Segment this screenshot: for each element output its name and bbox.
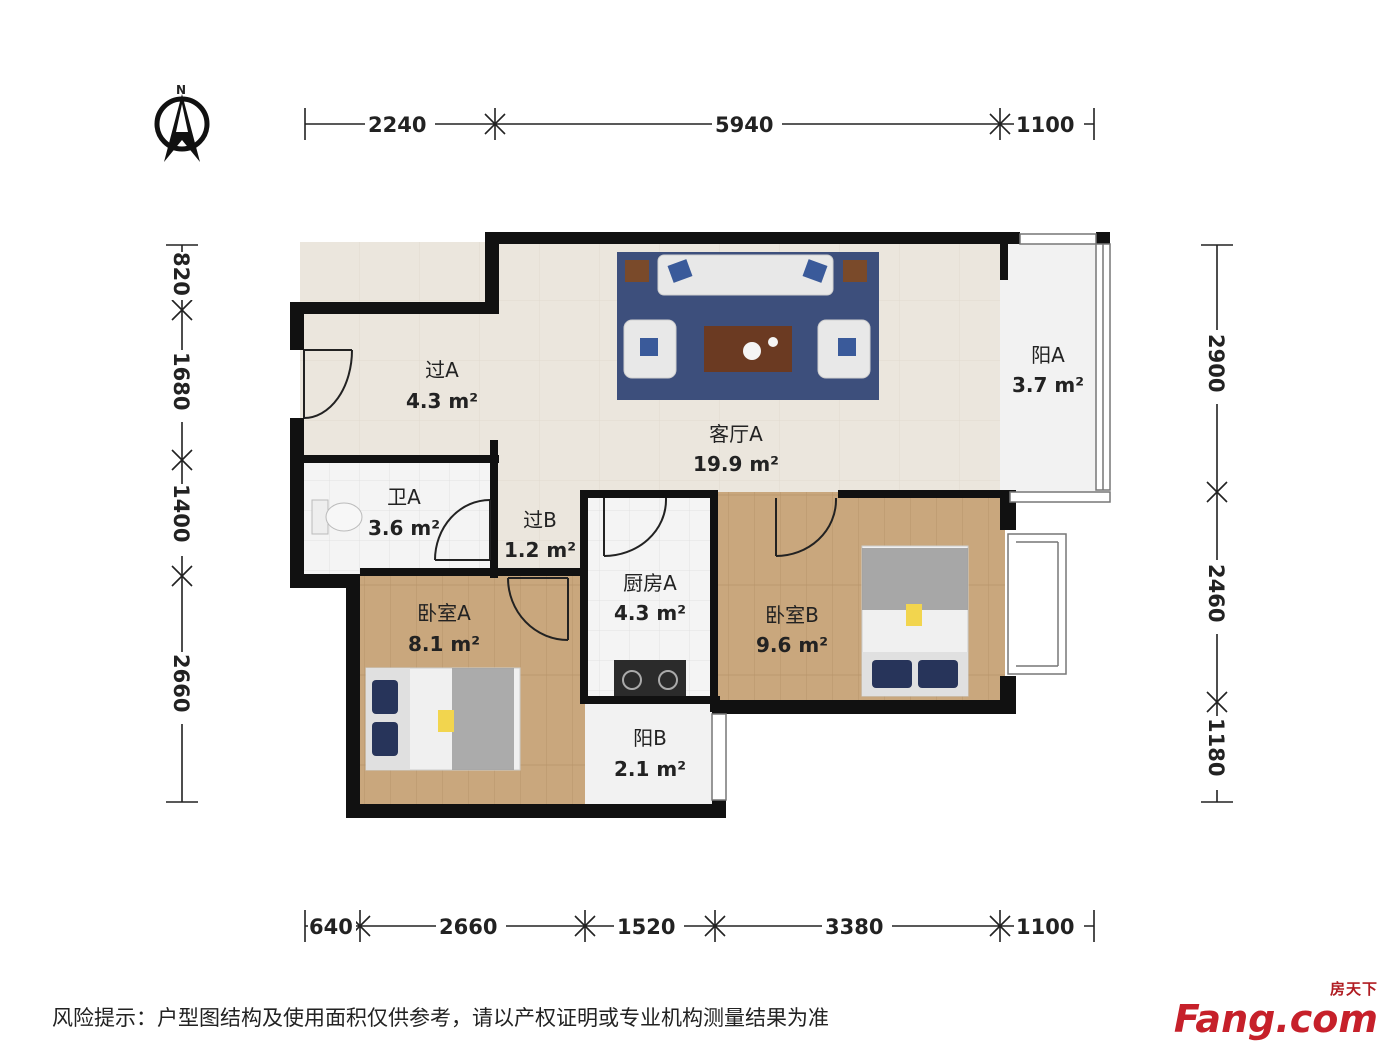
room-area-balcony-a: 3.7 m²: [1012, 373, 1084, 397]
room-label-hall-a: 过A: [425, 358, 459, 382]
dim-left-4: 2660: [169, 654, 193, 712]
room-label-living: 客厅A: [709, 422, 763, 446]
dim-left-3: 1400: [169, 484, 193, 542]
dim-top-1: 2240: [368, 113, 426, 137]
hall-a-floor: [300, 310, 500, 460]
dim-bottom-1: 640: [309, 915, 353, 939]
room-label-hall-b: 过B: [523, 508, 557, 532]
room-label-bathroom: 卫A: [387, 485, 421, 509]
living-room-furniture: [617, 252, 879, 400]
compass-label: N: [176, 83, 186, 97]
dim-left-2: 1680: [169, 352, 193, 410]
room-label-bedroom-b: 卧室B: [765, 603, 819, 627]
room-label-balcony-b: 阳B: [633, 726, 667, 750]
window: [1007, 533, 1067, 675]
dim-left-1: 820: [169, 252, 193, 296]
window: [1019, 233, 1097, 245]
sofa-cushion: [802, 259, 828, 283]
stove-icon: [614, 660, 686, 696]
window: [711, 713, 727, 801]
bathroom-door-icon: [434, 499, 491, 561]
room-area-hall-b: 1.2 m²: [504, 538, 576, 562]
entry-door-icon: [303, 349, 353, 419]
room-area-bedroom-a: 8.1 m²: [408, 632, 480, 656]
room-area-bedroom-b: 9.6 m²: [756, 633, 828, 657]
kitchen-door-icon: [603, 498, 667, 557]
window: [1009, 491, 1111, 503]
room-label-balcony-a: 阳A: [1031, 343, 1065, 367]
dim-bottom-3: 1520: [617, 915, 675, 939]
coffee-table-plate: [743, 342, 761, 360]
dim-right-3: 1180: [1204, 718, 1228, 776]
dimension-labels: 2240 5940 1100 640 2660 1520 3380 1100 8…: [169, 112, 1229, 939]
bed-a-icon: [365, 667, 521, 771]
dim-bottom-2: 2660: [439, 915, 497, 939]
dim-right-2: 2460: [1204, 564, 1228, 622]
brand-logo-main: Fang.com: [1173, 997, 1378, 1041]
bed-b-icon: [861, 545, 969, 697]
dim-bottom-5: 1100: [1016, 915, 1074, 939]
dim-top-3: 1100: [1016, 113, 1074, 137]
bedroom-a-door-icon: [507, 577, 569, 641]
dim-bottom-4: 3380: [825, 915, 883, 939]
room-area-hall-a: 4.3 m²: [406, 389, 478, 413]
brand-logo-top: 房天下: [1329, 980, 1378, 998]
toilet-icon: [311, 499, 363, 535]
room-area-kitchen: 4.3 m²: [614, 601, 686, 625]
walls: [290, 232, 1110, 818]
room-labels: 客厅A 19.9 m² 过A 4.3 m² 阳A 3.7 m² 卫A 3.6 m…: [368, 343, 1084, 781]
room-label-kitchen: 厨房A: [623, 571, 677, 595]
coffee-table-cup: [768, 337, 778, 347]
armchair-cushion: [838, 338, 856, 356]
hall-b-floor: [495, 490, 585, 575]
dim-top-2: 5940: [715, 113, 773, 137]
doors: [303, 349, 837, 641]
disclaimer-text: 风险提示：户型图结构及使用面积仅供参考，请以产权证明或专业机构测量结果为准: [52, 1006, 829, 1030]
room-area-balcony-b: 2.1 m²: [614, 757, 686, 781]
dim-right-1: 2900: [1204, 334, 1228, 392]
sofa-cushion: [667, 259, 693, 283]
room-area-bathroom: 3.6 m²: [368, 516, 440, 540]
north-arrow-icon: N: [154, 83, 210, 162]
sofa: [657, 254, 834, 296]
balcony-b-floor: [585, 700, 715, 805]
room-label-bedroom-a: 卧室A: [417, 601, 471, 625]
side-table: [625, 260, 649, 282]
windows: [711, 233, 1111, 801]
room-area-living: 19.9 m²: [693, 452, 779, 476]
balcony-a-floor: [1000, 242, 1100, 492]
bedroom-b-door-icon: [775, 498, 837, 557]
brand-logo: 房天下 Fang.com: [1174, 978, 1378, 1039]
side-table: [843, 260, 867, 282]
armchair-cushion: [640, 338, 658, 356]
